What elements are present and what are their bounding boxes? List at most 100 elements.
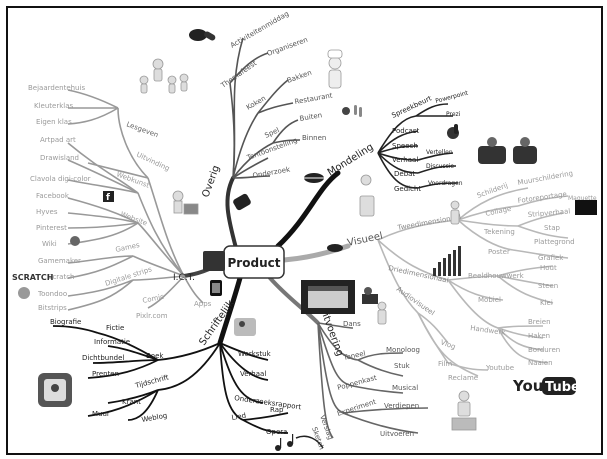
leaf-stuk[interactable]: Stuk	[394, 362, 411, 370]
mindmap-frame: Product Overig Mondeling I.C.T. Visueel …	[6, 6, 603, 455]
leaf-steen[interactable]: Steen	[538, 282, 558, 290]
leaf-weblog[interactable]: Weblog	[141, 412, 168, 424]
branch-overig-label[interactable]: Overig	[200, 164, 222, 199]
leaf-spel[interactable]: Spel	[263, 126, 280, 140]
leaf-hout[interactable]: Hout	[540, 264, 557, 272]
leaf-fotoreportage[interactable]: Fotoreportage	[517, 190, 567, 205]
leaf-onderzoeksrapport[interactable]: Onderzoeksrapport	[234, 394, 302, 411]
leaf-bakken[interactable]: Bakken	[286, 69, 313, 85]
leaf-klei[interactable]: Klei	[540, 299, 553, 307]
branch-ict-label[interactable]: I.C.T.	[173, 273, 195, 283]
leaf-handwerk[interactable]: Handwerk	[470, 324, 507, 337]
leaf-toondoo[interactable]: Toondoo	[37, 290, 67, 298]
leaf-binnen[interactable]: Binnen	[302, 134, 326, 142]
leaf-scratch[interactable]: Scratch	[48, 273, 75, 281]
leaf-musical[interactable]: Musical	[392, 384, 418, 392]
leaf-stap[interactable]: Stap	[544, 224, 560, 232]
leaf-drawisland[interactable]: Drawisland	[40, 154, 79, 162]
leaf-hyves[interactable]: Hyves	[36, 208, 58, 216]
leaf-grafiek[interactable]: Grafiek	[538, 254, 564, 262]
leaf-boek[interactable]: Boek	[146, 352, 164, 360]
leaf-apps[interactable]: Apps	[194, 300, 212, 308]
leaf-lied[interactable]: Lied	[231, 412, 247, 422]
leaf-audiovisueel[interactable]: Audiovisueel	[395, 285, 436, 317]
leaf-stripverhaal[interactable]: Stripverhaal	[527, 207, 570, 219]
leaf-werkstuk[interactable]: Werkstuk	[238, 350, 272, 358]
trophy-icon	[189, 29, 216, 41]
leaf-tekening[interactable]: Tekening	[483, 228, 515, 236]
leaf-voordragen[interactable]: Voordragen	[428, 180, 463, 187]
leaf-dichtbundel[interactable]: Dichtbundel	[82, 354, 124, 362]
leaf-buiten[interactable]: Buiten	[299, 111, 323, 123]
leaf-krant[interactable]: Krant	[122, 398, 141, 406]
leaf-gamemaker[interactable]: Gamemaker	[38, 257, 81, 265]
leaf-gedicht[interactable]: Gedicht	[394, 185, 421, 193]
leaf-borduren[interactable]: Borduren	[528, 346, 560, 354]
leaf-themafeest[interactable]: Themafeest	[219, 59, 259, 90]
leaf-collage[interactable]: Collage	[485, 205, 512, 218]
leaf-beeldhouwwerk[interactable]: Beeldhouwwerk	[468, 272, 525, 280]
leaf-muurschildering[interactable]: Muurschildering	[517, 169, 574, 187]
leaf-experiment[interactable]: Experiment	[336, 398, 377, 418]
leaf-comic[interactable]: Comic	[142, 293, 165, 305]
leaf-pinterest[interactable]: Pinterest	[36, 224, 67, 232]
desk-figure-icon	[203, 251, 225, 271]
leaf-plattegrond[interactable]: Plattegrond	[534, 238, 575, 246]
leaf-film[interactable]: Film	[438, 360, 452, 368]
leaf-prenten[interactable]: Prenten	[92, 370, 119, 378]
leaf-breien[interactable]: Breien	[528, 318, 551, 326]
leaf-naaien[interactable]: Naaien	[528, 359, 553, 367]
leaf-facebook[interactable]: Facebook	[36, 192, 70, 200]
leaf-debat[interactable]: Debat	[394, 170, 415, 178]
leaf-kleuterklas[interactable]: Kleuterklas	[34, 102, 73, 110]
leaf-games[interactable]: Games	[115, 241, 141, 254]
leaf-tijdschrift[interactable]: Tijdschrift	[133, 373, 169, 390]
leaf-verhaal-schriftelijk[interactable]: Verhaal	[240, 370, 266, 378]
leaf-haken[interactable]: Haken	[528, 332, 550, 340]
leaf-prezi[interactable]: Prezi	[446, 111, 461, 118]
scientist-figure-icon	[451, 390, 477, 431]
leaf-uitvoeren[interactable]: Uitvoeren	[380, 430, 414, 438]
leaf-discussie[interactable]: Discussie	[426, 163, 454, 170]
leaf-artpad-art[interactable]: Artpad art	[40, 136, 76, 144]
leaf-schilderij[interactable]: Schilderij	[476, 181, 509, 200]
leaf-mobiel[interactable]: Mobiel	[478, 296, 501, 304]
leaf-vlog[interactable]: Vlog	[439, 338, 456, 351]
leaf-organiseren[interactable]: Organiseren	[266, 36, 309, 58]
leaf-onderzoek[interactable]: Onderzoek	[252, 165, 292, 180]
leaf-powerpoint[interactable]: Powerpoint	[435, 89, 470, 105]
leaf-biografie[interactable]: Biografie	[50, 318, 81, 326]
leaf-bejaardentehuis[interactable]: Bejaardentehuis	[28, 84, 85, 92]
leaf-opera[interactable]: Opera	[266, 428, 287, 436]
leaf-poster[interactable]: Poster	[488, 248, 510, 256]
leaf-koken[interactable]: Koken	[245, 94, 267, 111]
leaf-lesgeven[interactable]: Lesgeven	[125, 120, 159, 139]
leaf-reclame[interactable]: Reclame	[448, 374, 478, 382]
leaf-bitstrips[interactable]: Bitstrips	[38, 304, 67, 312]
leaf-eigen-klas[interactable]: Eigen klas	[36, 118, 72, 126]
center-node[interactable]: Product	[223, 245, 285, 279]
leaf-speech[interactable]: Speech	[392, 142, 418, 150]
leaf-rap[interactable]: Rap	[270, 406, 284, 414]
leaf-maquette[interactable]: Maquette	[568, 195, 597, 202]
svg-text:f: f	[106, 193, 110, 203]
leaf-podcast[interactable]: Podcast	[392, 127, 419, 135]
leaf-toneel[interactable]: Toneel	[342, 349, 367, 362]
leaf-youtube[interactable]: Youtube	[485, 364, 514, 372]
leaf-informatie[interactable]: Informatie	[94, 338, 130, 346]
leaf-verdiepen[interactable]: Verdiepen	[384, 402, 419, 410]
leaf-muur[interactable]: Muur	[92, 410, 110, 418]
leaf-vertellen[interactable]: Vertellen	[426, 149, 453, 156]
leaf-wiki[interactable]: Wiki	[42, 240, 57, 248]
leaf-verhaal-mondeling[interactable]: Verhaal	[392, 156, 418, 164]
leaf-monoloog[interactable]: Monoloog	[386, 346, 420, 354]
leaf-tentoonstelling[interactable]: Tentoonstelling	[245, 136, 298, 162]
branch-visueel-label[interactable]: Visueel	[346, 231, 384, 249]
leaf-pixlr[interactable]: Pixlr.com	[136, 312, 168, 320]
leaf-dans[interactable]: Dans	[343, 320, 361, 328]
leaf-clavola[interactable]: Clavola digi-color	[30, 175, 91, 183]
branch-mondeling-label[interactable]: Mondeling	[326, 142, 376, 179]
leaf-fictie[interactable]: Fictie	[106, 324, 124, 332]
leaf-activiteitenmiddag[interactable]: Activiteitenmiddag	[229, 10, 290, 50]
leaf-restaurant[interactable]: Restaurant	[294, 91, 333, 106]
